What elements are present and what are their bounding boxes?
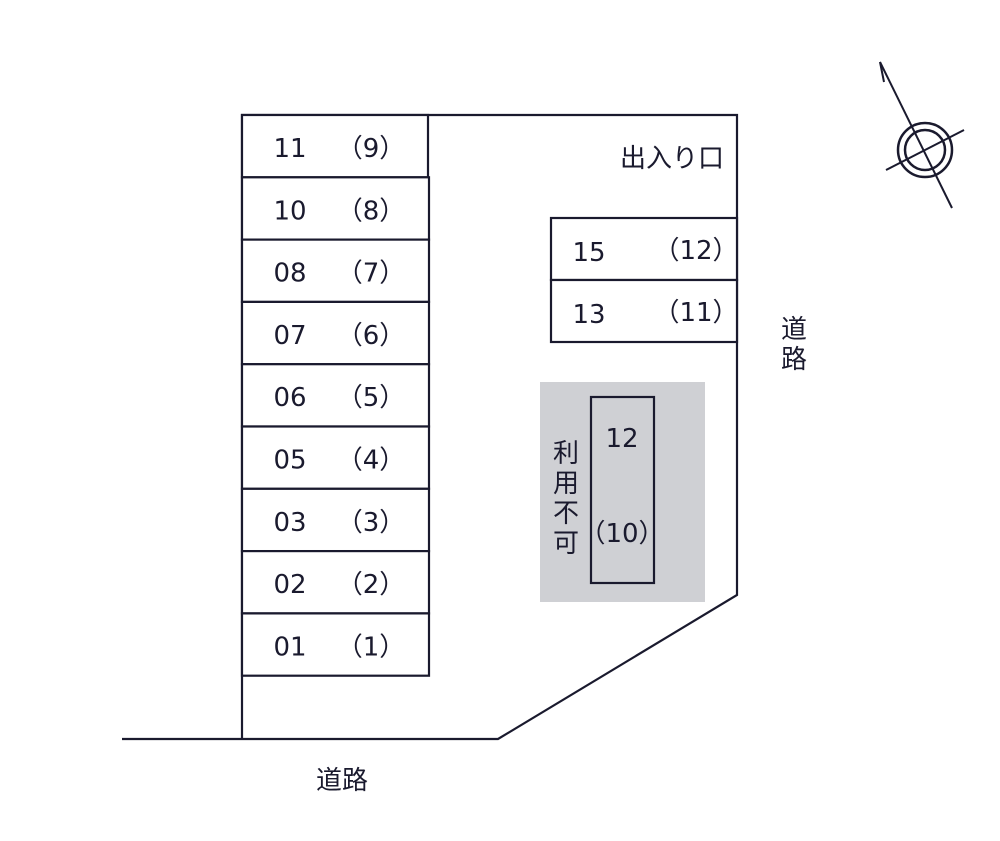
- slot-number: 08: [273, 259, 306, 289]
- slot-number: 11: [273, 134, 306, 164]
- slot-box: [240, 549, 431, 615]
- slot-alt-number: （12）: [653, 236, 738, 266]
- slot-alt-number: （1）: [337, 632, 406, 662]
- slot-box: [240, 176, 431, 241]
- slot-box: [240, 612, 431, 677]
- right-slot-column: 15 （12） 13 （11）: [549, 216, 739, 344]
- slot-number: 03: [273, 508, 306, 538]
- slot-number: 06: [273, 383, 306, 413]
- slot-number: 13: [572, 300, 605, 330]
- unavailable-slot-number: 12: [605, 424, 638, 454]
- parking-slot: 11 （9）: [240, 113, 430, 179]
- slot-box: [549, 216, 739, 282]
- slot-alt-number: （11）: [653, 298, 738, 328]
- slot-alt-number: （2）: [337, 570, 406, 600]
- unavailable-slot-alt: （10）: [579, 519, 664, 549]
- slot-alt-number: （8）: [337, 196, 406, 226]
- parking-slot: 01 （1）: [240, 612, 431, 677]
- slot-box: [240, 425, 431, 490]
- slot-number: 01: [273, 632, 306, 662]
- slot-number: 10: [273, 196, 306, 226]
- parking-slot: 02 （2）: [240, 549, 431, 615]
- road-bottom-label: 道路: [316, 766, 368, 796]
- slot-alt-number: （9）: [337, 134, 406, 164]
- slot-number: 07: [273, 321, 306, 351]
- parking-slot: 05 （4）: [240, 425, 431, 490]
- slot-number: 05: [273, 446, 306, 476]
- slot-alt-number: （7）: [337, 259, 406, 289]
- parking-slot: 15 （12）: [549, 216, 739, 282]
- parking-slot: 03 （3）: [240, 487, 431, 553]
- unavailable-area: 12 （10） 利用不可: [540, 382, 705, 602]
- unavailable-shade: [540, 382, 705, 602]
- slot-box: [240, 363, 431, 428]
- slot-alt-number: （3）: [337, 508, 406, 538]
- road-right-label: 道路: [781, 315, 807, 375]
- slot-alt-number: （6）: [337, 321, 406, 351]
- unavailable-slot: [589, 395, 656, 585]
- slot-alt-number: （5）: [337, 383, 406, 413]
- slot-box: [240, 487, 431, 553]
- parking-slot: 10 （8）: [240, 176, 431, 241]
- slot-box: [549, 278, 739, 344]
- left-slot-column: 11 （9） 10 （8） 08 （7） 07 （6） 06 （5） 05 （4） 03 （3） 02 （2）…: [240, 113, 431, 677]
- parking-slot: 08 （7）: [240, 238, 431, 304]
- slot-alt-number: （4）: [337, 446, 406, 476]
- unavailable-label: 利用不可: [553, 439, 579, 559]
- north-arrow-icon: [879, 61, 965, 209]
- entrance-label: 出入り口: [620, 144, 724, 174]
- parking-slot: 07 （6）: [240, 300, 431, 366]
- parking-slot: 06 （5）: [240, 363, 431, 428]
- slot-number: 15: [572, 238, 605, 268]
- parking-slot: 13 （11）: [549, 278, 739, 344]
- slot-number: 02: [273, 570, 306, 600]
